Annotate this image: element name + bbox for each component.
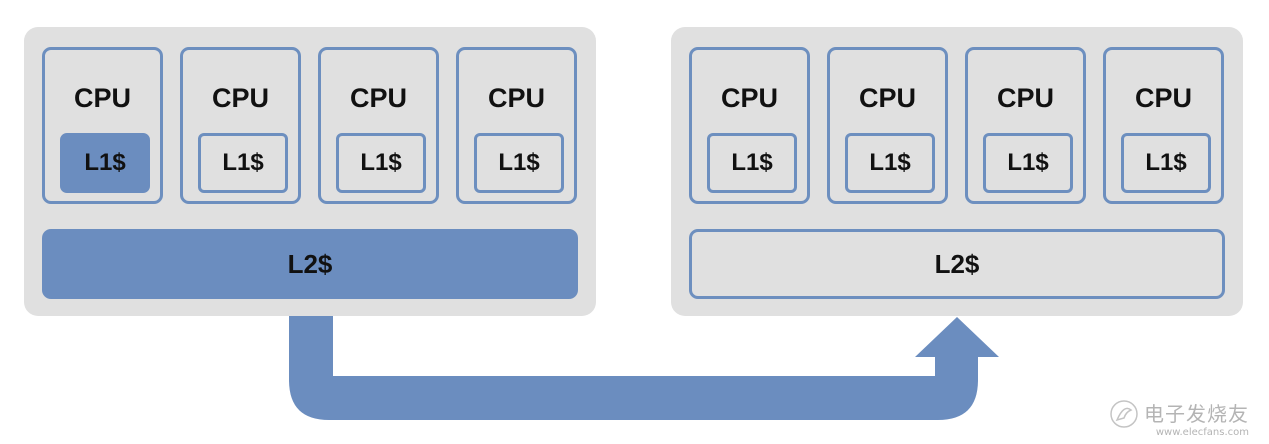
l1-cache: L1$ — [198, 133, 288, 193]
cpu-core: CPU L1$ — [180, 47, 301, 204]
cpu-label: CPU — [73, 83, 131, 113]
cpu-label: CPU — [1134, 83, 1192, 113]
cpu-core: CPU L1$ — [318, 47, 439, 204]
cpu-core: CPU L1$ — [42, 47, 163, 204]
l1-cache: L1$ — [474, 133, 564, 193]
cpu-label: CPU — [487, 83, 545, 113]
cpu-label: CPU — [211, 83, 269, 113]
l1-cache: L1$ — [1121, 133, 1211, 193]
elecfans-logo-icon — [1110, 400, 1138, 428]
l1-cache: L1$ — [707, 133, 797, 193]
cpu-label: CPU — [858, 83, 916, 113]
l1-cache: L1$ — [336, 133, 426, 193]
cpu-label: CPU — [996, 83, 1054, 113]
watermark-text: 电子发烧友 — [1144, 402, 1249, 426]
l1-cache-active: L1$ — [60, 133, 150, 193]
cpu-cluster-left: CPU L1$ CPU L1$ CPU L1$ CPU L1$ L2$ — [24, 27, 596, 316]
watermark: 电子发烧友 www.elecfans.com — [1110, 398, 1249, 438]
cpu-label: CPU — [720, 83, 778, 113]
cpu-cluster-right: CPU L1$ CPU L1$ CPU L1$ CPU L1$ L2$ — [671, 27, 1243, 316]
cpu-core: CPU L1$ — [689, 47, 810, 204]
cpu-core: CPU L1$ — [965, 47, 1086, 204]
l1-cache: L1$ — [845, 133, 935, 193]
cpu-label: CPU — [349, 83, 407, 113]
cpu-core: CPU L1$ — [456, 47, 577, 204]
l2-cache-active: L2$ — [42, 229, 578, 299]
l1-cache: L1$ — [983, 133, 1073, 193]
cpu-core: CPU L1$ — [827, 47, 948, 204]
watermark-url: www.elecfans.com — [1155, 427, 1249, 438]
cpu-core: CPU L1$ — [1103, 47, 1224, 204]
l2-cache: L2$ — [689, 229, 1225, 299]
